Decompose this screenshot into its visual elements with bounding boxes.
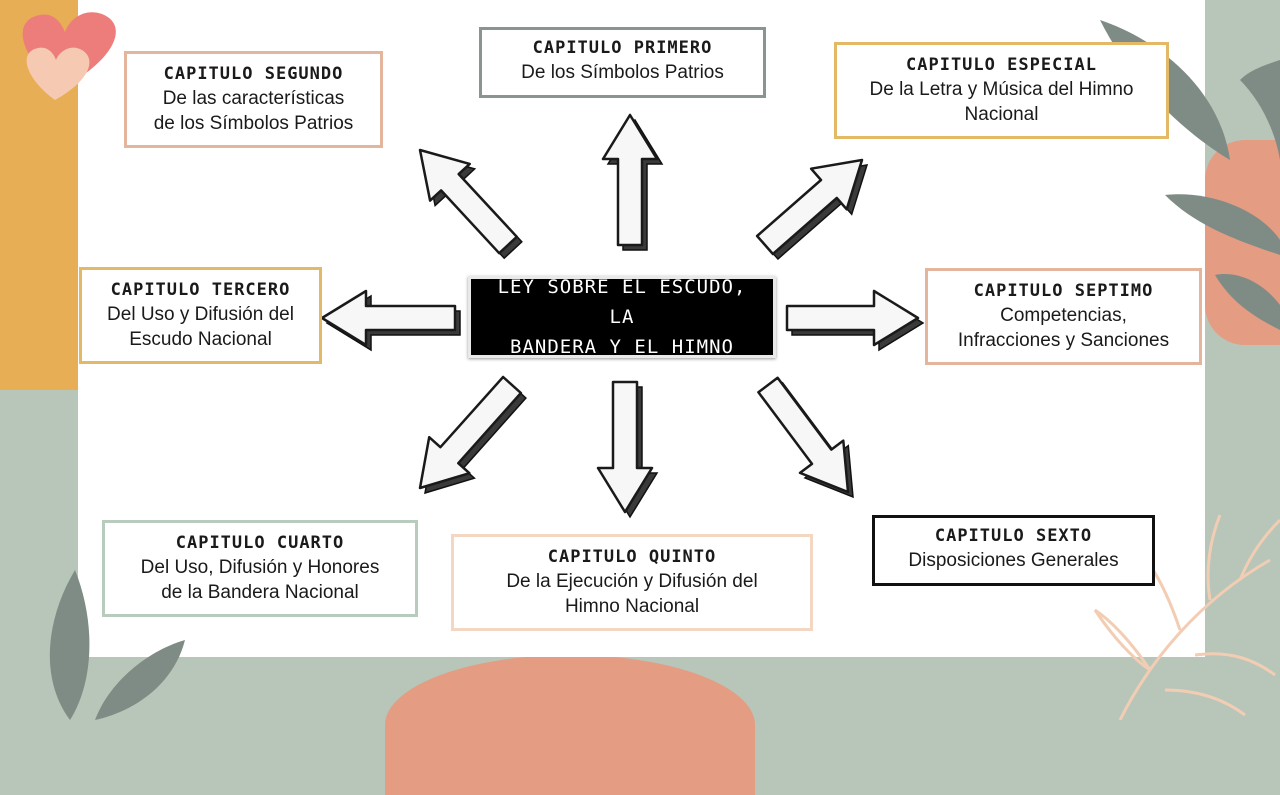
arrow-to-quinto [596,380,659,519]
chapter-septimo-title: CAPITULO SEPTIMO [973,281,1154,301]
chapter-tercero-line-1: Del Uso y Difusión del [107,304,294,325]
central-title-line-1: LEY SOBRE EL ESCUDO, LA [497,276,747,328]
chapter-quinto-line-1: De la Ejecución y Difusión del [506,571,758,592]
chapter-sexto-box: CAPITULO SEXTO Disposiciones Generales [872,515,1155,586]
chapter-septimo-line-2: Infracciones y Sanciones [957,330,1170,351]
chapter-cuarto-line-1: Del Uso, Difusión y Honores [140,557,380,578]
chapter-septimo-box: CAPITULO SEPTIMO Competencias, Infraccio… [925,268,1202,365]
arrow-to-quinto-face [596,380,654,514]
arrow-to-tercero-face [320,289,457,347]
arrow-to-segundo [418,148,523,260]
chapter-primero-title: CAPITULO PRIMERO [532,38,713,58]
arrow-to-segundo-face [418,148,519,255]
central-law-title: LEY SOBRE EL ESCUDO, LA BANDERA Y EL HIM… [468,276,776,358]
chapter-especial-box: CAPITULO ESPECIAL De la Letra y Música d… [834,42,1169,139]
chapter-quinto-box: CAPITULO QUINTO De la Ejecución y Difusi… [451,534,813,631]
chapter-segundo-line-1: De las características [162,88,345,109]
chapter-tercero-box: CAPITULO TERCERO Del Uso y Difusión del … [79,267,322,364]
chapter-quinto-title: CAPITULO QUINTO [547,547,717,567]
central-title-line-2: BANDERA Y EL HIMNO [510,336,734,358]
arrow-to-cuarto [418,375,527,495]
chapter-cuarto-line-2: de la Bandera Nacional [161,582,359,603]
chapter-quinto-line-2: Himno Nacional [564,596,700,617]
arrow-to-tercero [320,289,461,352]
chapter-especial-line-2: Nacional [964,104,1039,125]
chapter-primero-box: CAPITULO PRIMERO De los Símbolos Patrios [479,27,766,98]
chapter-tercero-title: CAPITULO TERCERO [110,280,291,300]
arrow-to-septimo-face [785,289,920,347]
arrow-to-septimo [785,289,925,352]
arrow-to-sexto-face [757,376,850,494]
chapter-tercero-line-2: Escudo Nacional [129,329,272,350]
chapter-especial-title: CAPITULO ESPECIAL [906,55,1097,75]
arrow-to-cuarto-face [418,375,523,490]
arrow-to-primero [601,113,664,251]
arrow-to-especial-face [755,158,864,256]
arrow-to-especial [755,158,869,261]
arrow-to-primero-face [601,113,659,247]
chapter-especial-line-1: De la Letra y Música del Himno [869,79,1134,100]
chapter-sexto-title: CAPITULO SEXTO [934,526,1093,546]
chapter-segundo-box: CAPITULO SEGUNDO De las características … [124,51,383,148]
arrow-layer [320,113,925,519]
chapter-segundo-title: CAPITULO SEGUNDO [163,64,344,84]
chapter-primero-line-1: De los Símbolos Patrios [521,62,724,83]
chapter-cuarto-box: CAPITULO CUARTO Del Uso, Difusión y Hono… [102,520,418,617]
chapter-cuarto-title: CAPITULO CUARTO [175,533,345,553]
chapter-septimo-line-1: Competencias, [1000,305,1127,326]
chapter-sexto-line-1: Disposiciones Generales [908,550,1119,571]
chapter-segundo-line-2: de los Símbolos Patrios [153,113,354,134]
arrow-to-sexto [757,376,854,499]
